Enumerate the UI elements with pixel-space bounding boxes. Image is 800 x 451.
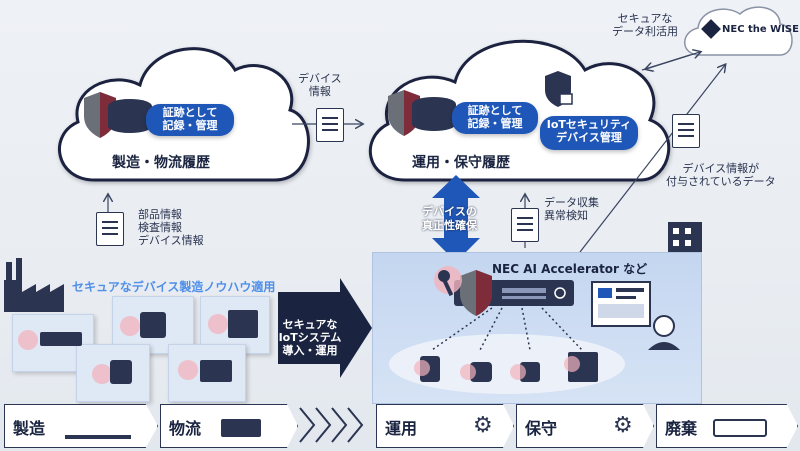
device-group-icons [420, 352, 598, 382]
left-record-pill: 証跡として 記録・管理 [146, 104, 234, 136]
secure-iot-label: セキュアな IoTシステム 導入・運用 [278, 318, 342, 357]
operation-panel-graphics [389, 266, 680, 394]
stage-label-operation: 運用 [385, 419, 418, 438]
truck-icon [221, 419, 261, 437]
stage-label-logistics: 物流 [169, 419, 202, 438]
disposal-device-icon [713, 419, 767, 437]
stage-logistics: 物流 [160, 404, 298, 448]
iot-shield-lock-icon [545, 71, 573, 107]
nec-ai-label: NEC AI Accelerator など [492, 262, 648, 276]
device-info-label: デバイス 情報 [298, 72, 342, 98]
stage-maintenance: 保守 ⚙ [516, 404, 654, 448]
factory-icon [4, 258, 64, 312]
device-data-label: デバイス情報が 付与されているデータ [666, 162, 776, 188]
authenticity-double-arrow [432, 175, 480, 262]
server-shield-icon [460, 270, 492, 316]
arrow-data-to-wise [579, 65, 725, 253]
device-cloud-ellipse [389, 334, 625, 394]
authenticity-label: デバイスの 真正性確保 [422, 205, 477, 232]
device-card-graphics [18, 310, 258, 384]
parts-info-label: 部品情報 検査情報 デバイス情報 [138, 208, 204, 247]
server-key-icon [434, 266, 462, 297]
stage-operation: 運用 ⚙ [376, 404, 514, 448]
stage-label-disposal: 廃棄 [665, 419, 698, 438]
right-database-icon [412, 97, 456, 131]
stage-disposal: 廃棄 [656, 404, 798, 448]
nec-wise-logo: NEC the WISE [701, 19, 799, 39]
device-data-doc-icon [672, 114, 700, 148]
secure-data-label: セキュアな データ利活用 [612, 12, 678, 38]
deploy-arrow [278, 278, 372, 378]
lifecycle-chevrons [299, 407, 364, 443]
stage-label-manufacturing: 製造 [13, 419, 46, 438]
stage-label-maintenance: 保守 [525, 419, 558, 438]
nec-wise-mark-icon [701, 19, 721, 39]
stage-manufacturing: 製造 [4, 404, 158, 448]
parts-info-doc-icon [96, 212, 124, 246]
right-cloud-title: 運用・保守履歴 [412, 155, 510, 171]
iot-security-pill: IoTセキュリティ デバイス管理 [540, 116, 638, 150]
left-cloud-title: 製造・物流履歴 [112, 155, 210, 171]
operator-icon [648, 315, 680, 350]
gear-icon: ⚙ [613, 413, 633, 438]
secure-manufacturing-banner: セキュアなデバイス製造ノウハウ適用 [72, 280, 276, 294]
monitor-icon [591, 281, 651, 327]
right-record-pill: 証跡として 記録・管理 [452, 102, 538, 134]
device-info-doc-icon [316, 108, 344, 142]
data-collect-doc-icon [511, 208, 539, 242]
data-collect-label: データ収集 異常検知 [544, 196, 599, 222]
left-database-icon [108, 99, 152, 133]
conveyor-icon [65, 417, 131, 439]
gear-icon: ⚙ [473, 413, 493, 438]
